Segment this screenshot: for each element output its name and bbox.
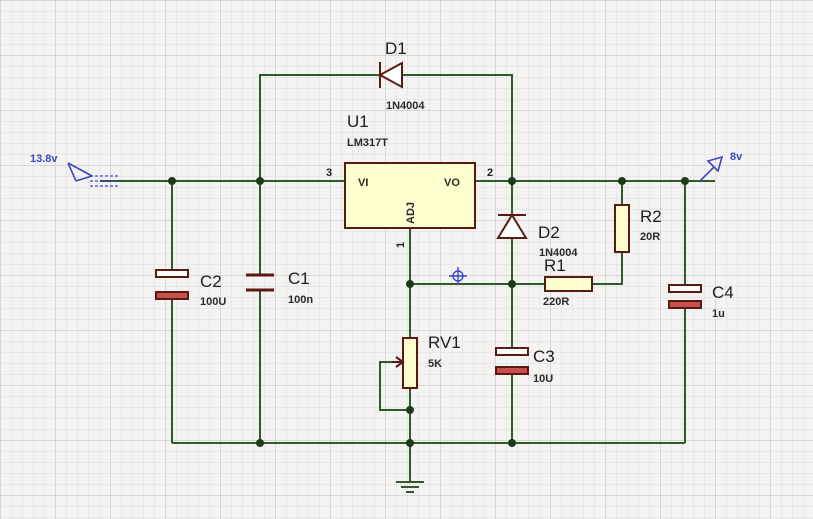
u1-ref: U1	[347, 112, 369, 131]
capacitor-c1[interactable]: C1 100n	[246, 269, 313, 306]
regulator-u1[interactable]: U1 LM317T VI VO ADJ 3 2 1	[326, 112, 493, 248]
diode-d1[interactable]: D1 1N4004	[377, 39, 425, 112]
u1-part: LM317T	[347, 137, 388, 149]
c4-ref: C4	[712, 283, 734, 302]
r2-value: 20R	[640, 231, 660, 243]
diode-d2[interactable]: D2 1N4004	[496, 213, 578, 259]
capacitor-c2[interactable]: C2 100U	[155, 269, 226, 308]
output-voltage-label: 8v	[730, 151, 743, 163]
capacitor-c4[interactable]: C4 1u	[668, 283, 734, 320]
rv1-ref: RV1	[428, 333, 461, 352]
d1-value: 1N4004	[386, 100, 425, 112]
crosshair-cursor-icon	[449, 267, 467, 285]
c1-ref: C1	[288, 269, 310, 288]
c4-value: 1u	[712, 308, 725, 320]
junctions	[168, 177, 689, 447]
c2-value: 100U	[200, 296, 226, 308]
rv1-value: 5K	[428, 358, 442, 370]
r2-ref: R2	[640, 207, 662, 226]
d2-value: 1N4004	[539, 247, 578, 259]
u1-pin1-number: 1	[395, 242, 407, 248]
c2-ref: C2	[200, 272, 222, 291]
input-terminal[interactable]: 13.8v	[30, 153, 120, 187]
u1-pin-vi: VI	[358, 177, 368, 189]
output-terminal[interactable]: 8v	[699, 151, 743, 182]
r1-value: 220R	[543, 296, 569, 308]
input-voltage-label: 13.8v	[30, 153, 58, 165]
resistor-r1[interactable]: R1 220R	[543, 256, 593, 308]
d2-ref: D2	[538, 223, 560, 242]
u1-pin3-number: 3	[326, 167, 332, 179]
d1-ref: D1	[385, 39, 407, 58]
u1-pin-adj: ADJ	[405, 202, 417, 224]
potentiometer-rv1[interactable]: RV1 5K	[392, 333, 461, 389]
c1-value: 100n	[288, 294, 313, 306]
resistor-r2[interactable]: R2 20R	[614, 204, 662, 253]
u1-pin2-number: 2	[487, 167, 493, 179]
r1-ref: R1	[544, 256, 566, 275]
c3-ref: C3	[533, 347, 555, 366]
capacitor-c3[interactable]: C3 10U	[495, 347, 555, 385]
u1-pin-vo: VO	[444, 177, 460, 189]
ground-icon	[396, 481, 424, 493]
c3-value: 10U	[533, 373, 553, 385]
